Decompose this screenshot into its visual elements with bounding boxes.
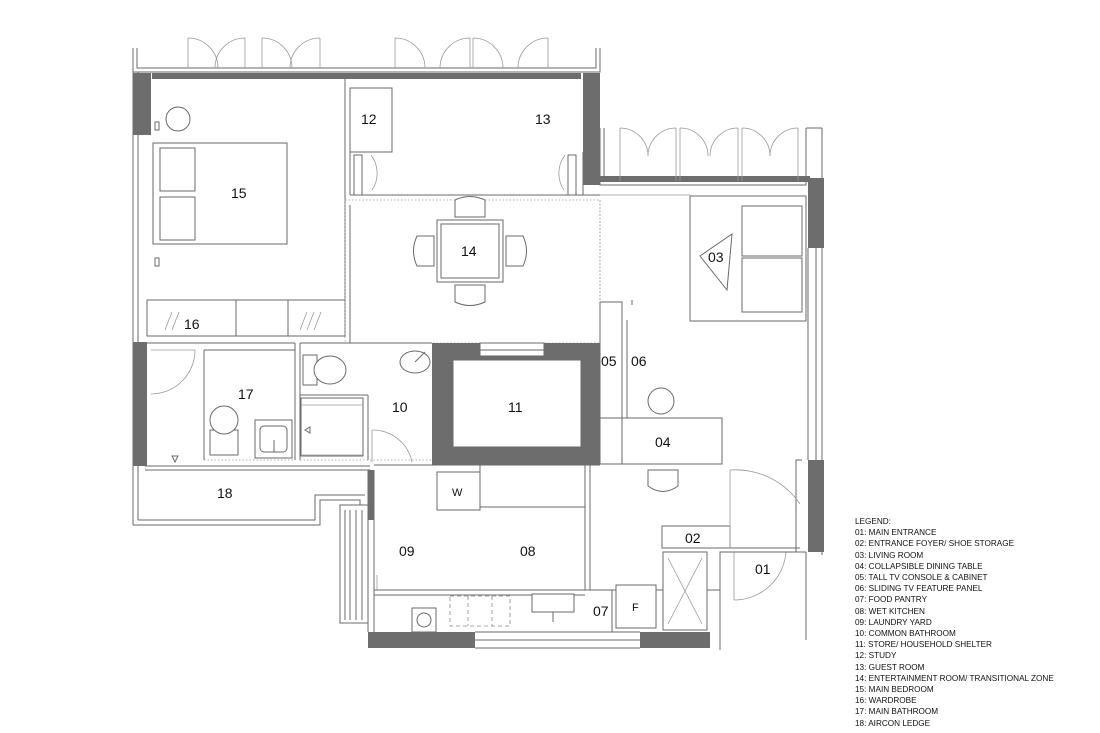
legend: LEGEND: 01: MAIN ENTRANCE 02: ENTRANCE F… — [855, 516, 1095, 729]
legend-item: 01: MAIN ENTRANCE — [855, 528, 937, 538]
room-label-06: 06 — [631, 353, 647, 369]
room-label-09: 09 — [399, 543, 415, 559]
legend-item: 10: COMMON BATHROOM — [855, 629, 956, 639]
lamp-icon — [165, 106, 191, 132]
room-label-04: 04 — [655, 434, 671, 450]
room-label-07: 07 — [593, 603, 609, 619]
legend-item: 12: STUDY — [855, 651, 897, 661]
room-label-05: 05 — [601, 353, 617, 369]
room-label-02: 02 — [685, 530, 701, 546]
chair — [413, 235, 435, 267]
study-guest-room — [349, 87, 600, 196]
store-household-shelter — [432, 342, 600, 465]
room-label-03: 03 — [708, 249, 724, 265]
room-label-17: 17 — [238, 386, 254, 402]
chair — [454, 284, 486, 306]
legend-item: 04: COLLAPSIBLE DINING TABLE — [855, 561, 983, 571]
legend-title: LEGEND: — [855, 517, 891, 526]
entrance-foyer — [661, 469, 806, 631]
outer-walls — [132, 48, 824, 650]
side-table — [699, 232, 733, 292]
wardrobe — [146, 299, 346, 337]
pillow — [159, 196, 196, 241]
legend-item: 11: STORE/ HOUSEHOLD SHELTER — [855, 640, 992, 650]
legend-item: 07: FOOD PANTRY — [855, 595, 928, 605]
room-label-18: 18 — [217, 485, 233, 501]
legend-item: 03: LIVING ROOM — [855, 550, 924, 560]
legend-item: 14: ENTERTAINMENT ROOM/ TRANSITIONAL ZON… — [855, 673, 1054, 683]
legend-item: 06: SLIDING TV FEATURE PANEL — [855, 584, 983, 594]
room-label-16: 16 — [184, 316, 200, 332]
legend-item: 09: LAUNDRY YARD — [855, 617, 932, 627]
main-bedroom — [152, 79, 346, 335]
room-label-11: 11 — [508, 399, 523, 415]
legend-item: 17: MAIN BATHROOM — [855, 707, 939, 717]
chair — [647, 469, 679, 492]
legend-item: 16: WARDROBE — [855, 696, 917, 706]
room-label-15: 15 — [231, 185, 247, 201]
room-label-10: 10 — [392, 399, 408, 415]
chair — [454, 196, 486, 218]
room-label-14: 14 — [461, 243, 477, 259]
legend-item: 02: ENTRANCE FOYER/ SHOE STORAGE — [855, 539, 1015, 549]
window-doors-top — [187, 37, 799, 181]
main-bathroom — [147, 342, 296, 464]
legend-item: 18: AIRCON LEDGE — [855, 718, 931, 728]
room-labels: 01 02 03 04 05 06 07 08 09 10 11 12 13 1… — [184, 111, 771, 619]
kitchen — [339, 464, 720, 633]
legend-item: 08: WET KITCHEN — [855, 606, 925, 616]
legend-item: 05: TALL TV CONSOLE & CABINET — [855, 573, 988, 583]
washer-label: W — [452, 487, 463, 499]
room-label-13: 13 — [535, 111, 551, 127]
legend-item: 15: MAIN BEDROOM — [855, 685, 934, 695]
dining-table — [599, 417, 723, 465]
toilet-icon — [209, 405, 239, 435]
room-label-01: 01 — [755, 561, 771, 577]
living-room — [599, 194, 807, 322]
dining — [599, 387, 723, 492]
chair — [505, 235, 527, 267]
fridge — [615, 584, 657, 629]
room-label-12: 12 — [361, 111, 377, 127]
fridge-label: F — [632, 602, 639, 614]
toilet-icon — [313, 355, 347, 385]
room-label-08: 08 — [520, 543, 536, 559]
entertainment-room — [344, 196, 601, 344]
study-desk — [349, 87, 393, 153]
pillow — [159, 147, 196, 192]
stool — [647, 387, 675, 415]
washer — [436, 471, 481, 511]
legend-item: 13: GUEST ROOM — [855, 662, 925, 672]
common-bathroom — [299, 342, 432, 463]
